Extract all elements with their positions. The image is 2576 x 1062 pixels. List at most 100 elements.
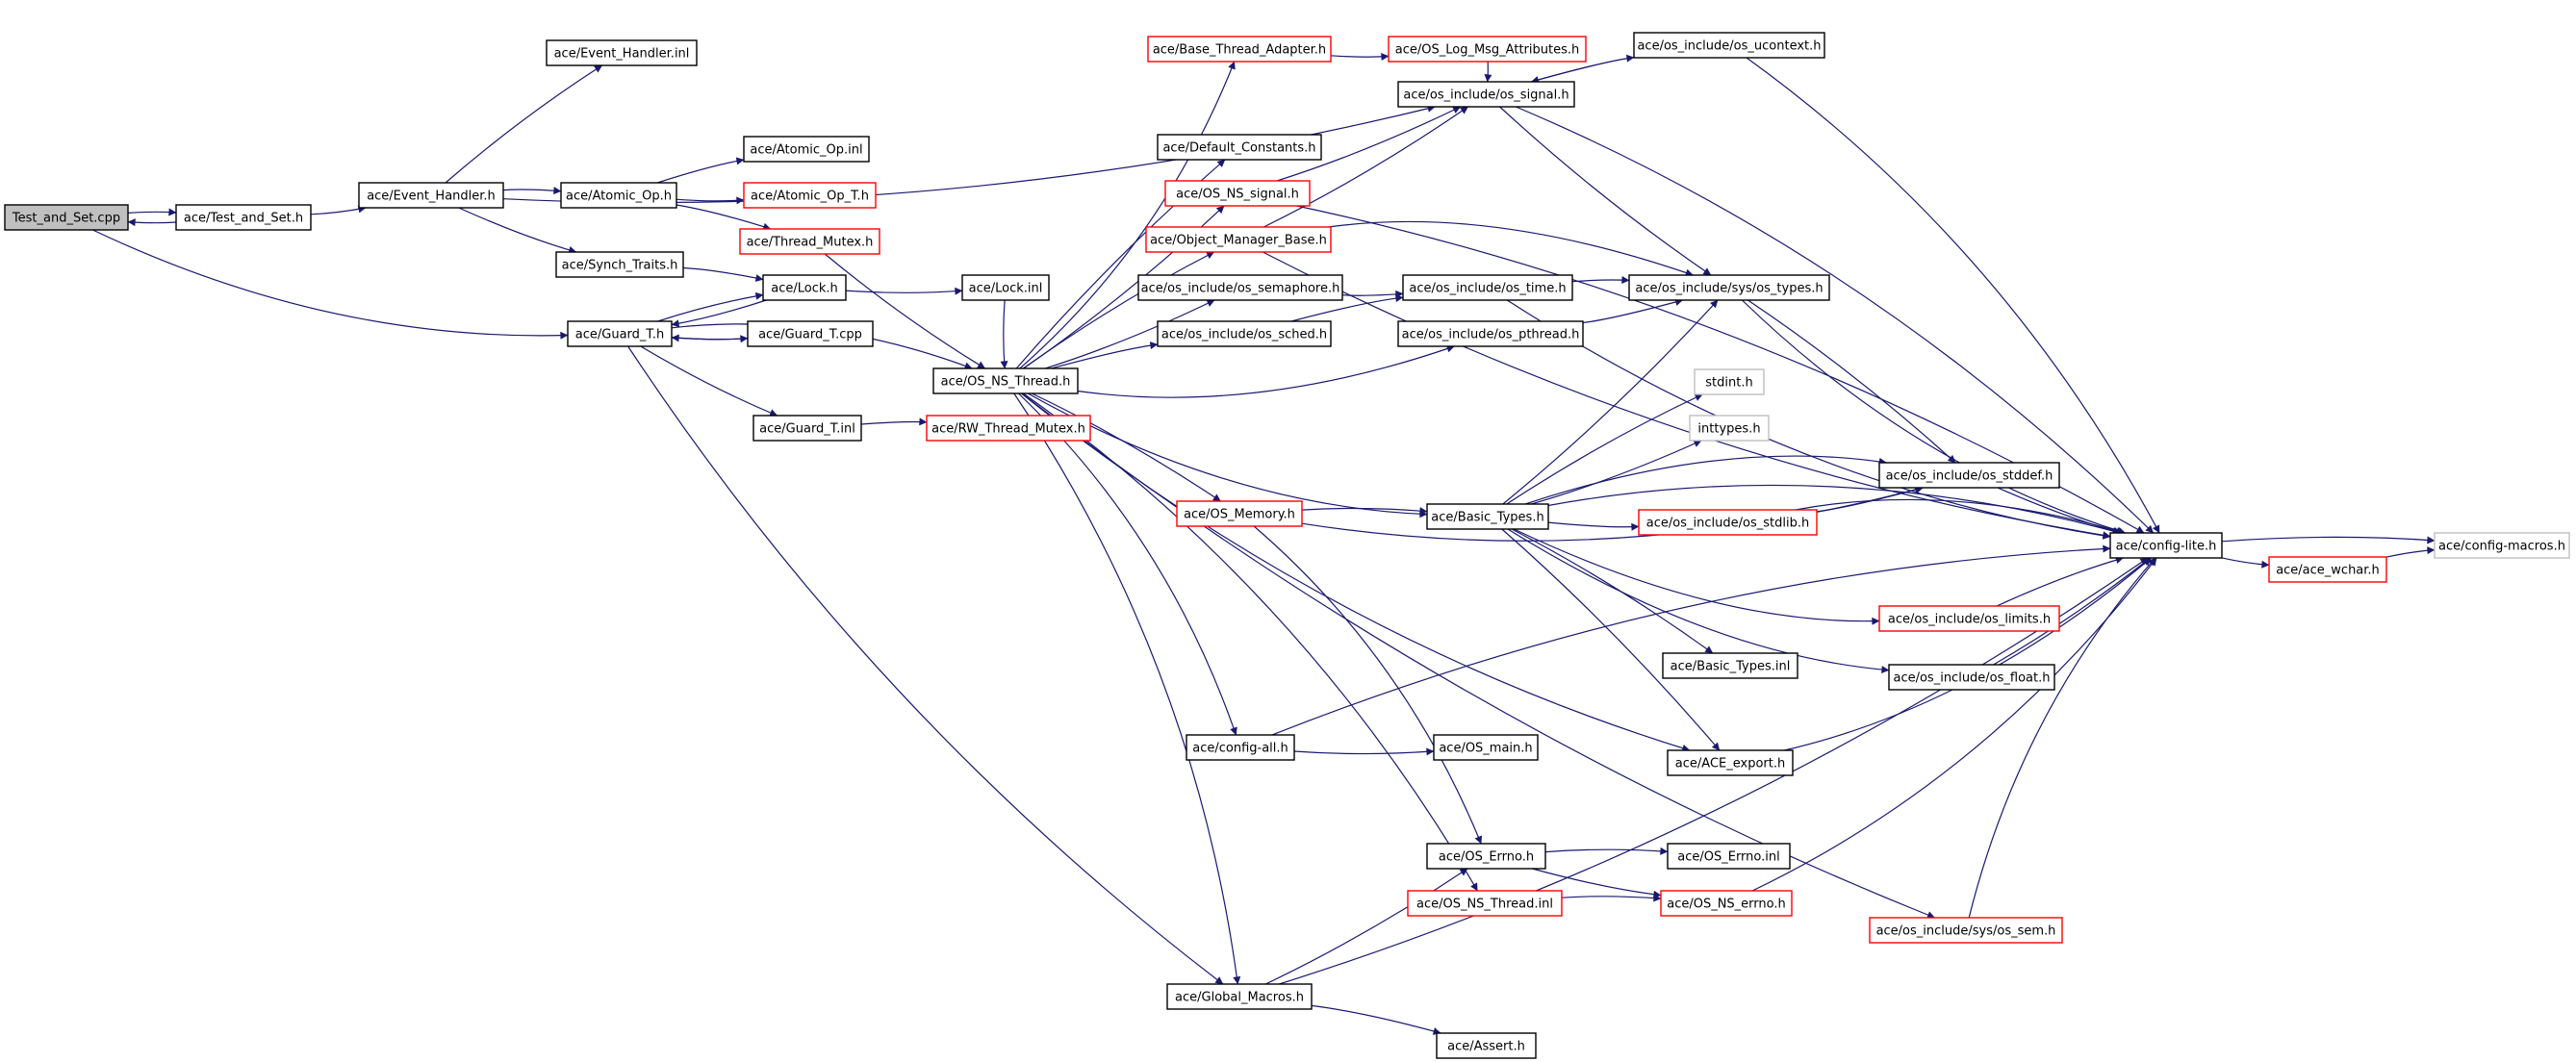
node-os-ns-signal-h[interactable]: ace/OS_NS_signal.h [1164,180,1311,207]
node-guard-t-cpp[interactable]: ace/Guard_T.cpp [747,320,874,347]
node-box[interactable] [4,204,129,231]
node-os-stddef-h[interactable]: ace/os_include/os_stddef.h [1878,462,2060,489]
node-os-ns-thread-h[interactable]: ace/OS_NS_Thread.h [932,367,1079,394]
node-box[interactable] [2434,532,2570,559]
node-basic-types-h[interactable]: ace/Basic_Types.h [1426,503,1549,530]
node-os-ucontext-h[interactable]: ace/os_include/os_ucontext.h [1633,32,1825,59]
node-os-ns-thread-inl[interactable]: ace/OS_NS_Thread.inl [1407,890,1563,917]
node-os-main-h[interactable]: ace/OS_main.h [1433,734,1539,761]
node-box[interactable] [1402,274,1573,301]
node-box[interactable] [1878,462,2060,489]
node-box[interactable] [1667,843,1791,870]
node-box[interactable] [1689,415,1770,442]
node-global-macros-h[interactable]: ace/Global_Macros.h [1166,983,1313,1010]
node-lock-inl[interactable]: ace/Lock.inl [961,274,1050,301]
node-guard-t-inl[interactable]: ace/Guard_T.inl [752,415,862,442]
node-box[interactable] [747,320,874,347]
node-lock-h[interactable]: ace/Lock.h [762,274,847,301]
node-box[interactable] [2109,532,2223,559]
node-guard-t-h[interactable]: ace/Guard_T.h [567,320,673,347]
node-atomic-op-h[interactable]: ace/Atomic_Op.h [560,182,677,209]
node-test-and-set-h[interactable]: ace/Test_and_Set.h [175,204,312,231]
node-box[interactable] [1869,917,2063,944]
node-inttypes-h[interactable]: inttypes.h [1689,415,1770,442]
node-os-float-h[interactable]: ace/os_include/os_float.h [1888,664,2055,691]
node-box[interactable] [567,320,673,347]
node-box[interactable] [555,251,684,278]
node-box[interactable] [1164,180,1311,207]
node-os-sched-h[interactable]: ace/os_include/os_sched.h [1157,320,1332,347]
node-box[interactable] [546,39,698,66]
node-box[interactable] [752,415,862,442]
node-box[interactable] [1157,320,1332,347]
node-box[interactable] [1628,274,1830,301]
node-box[interactable] [560,182,677,209]
node-box[interactable] [1878,605,2060,632]
node-box[interactable] [1694,368,1765,395]
node-os-sem-h[interactable]: ace/os_include/sys/os_sem.h [1869,917,2063,944]
node-object-manager-base-h[interactable]: ace/Object_Manager_Base.h [1145,226,1332,253]
node-rw-thread-mutex-h[interactable]: ace/RW_Thread_Mutex.h [926,415,1091,442]
node-box[interactable] [1660,890,1793,917]
node-box[interactable] [743,136,870,163]
node-basic-types-inl[interactable]: ace/Basic_Types.inl [1662,652,1798,679]
node-box[interactable] [1397,81,1575,108]
node-box[interactable] [1633,32,1825,59]
node-os-log-msg-attributes-h[interactable]: ace/OS_Log_Msg_Attributes.h [1388,36,1587,63]
node-box[interactable] [1176,500,1303,527]
node-os-errno-inl[interactable]: ace/OS_Errno.inl [1667,843,1791,870]
node-os-limits-h[interactable]: ace/os_include/os_limits.h [1878,605,2060,632]
node-os-pthread-h[interactable]: ace/os_include/os_pthread.h [1397,320,1584,347]
node-box[interactable] [1147,36,1332,63]
node-box[interactable] [932,367,1079,394]
node-box[interactable] [961,274,1050,301]
node-box[interactable] [1436,1032,1537,1059]
node-stdint-h[interactable]: stdint.h [1694,368,1765,395]
node-config-all-h[interactable]: ace/config-all.h [1186,734,1295,761]
node-synch-traits-h[interactable]: ace/Synch_Traits.h [555,251,684,278]
node-box[interactable] [1157,134,1322,161]
node-event-handler-inl[interactable]: ace/Event_Handler.inl [546,39,698,66]
node-atomic-op-inl[interactable]: ace/Atomic_Op.inl [743,136,870,163]
node-os-memory-h[interactable]: ace/OS_Memory.h [1176,500,1303,527]
node-config-lite-h[interactable]: ace/config-lite.h [2109,532,2223,559]
node-box[interactable] [1426,503,1549,530]
node-box[interactable] [739,228,880,255]
node-box[interactable] [1186,734,1295,761]
node-box[interactable] [926,415,1091,442]
node-base-thread-adapter-h[interactable]: ace/Base_Thread_Adapter.h [1147,36,1332,63]
node-ace-wchar-h[interactable]: ace/ace_wchar.h [2268,556,2387,583]
node-os-stdlib-h[interactable]: ace/os_include/os_stdlib.h [1638,509,1818,536]
node-os-errno-h[interactable]: ace/OS_Errno.h [1426,843,1546,870]
node-box[interactable] [1137,274,1343,301]
node-config-macros-h[interactable]: ace/config-macros.h [2434,532,2570,559]
node-box[interactable] [1662,652,1798,679]
node-box[interactable] [1426,843,1546,870]
node-box[interactable] [1397,320,1584,347]
node-atomic-op-t-h[interactable]: ace/Atomic_Op_T.h [743,182,877,209]
node-box[interactable] [1667,749,1794,776]
node-assert-h[interactable]: ace/Assert.h [1436,1032,1537,1059]
node-box[interactable] [1638,509,1818,536]
node-box[interactable] [1388,36,1587,63]
node-box[interactable] [743,182,877,209]
node-box[interactable] [762,274,847,301]
node-box[interactable] [1888,664,2055,691]
node-box[interactable] [1145,226,1332,253]
node-box[interactable] [1433,734,1539,761]
node-event-handler-h[interactable]: ace/Event_Handler.h [358,182,504,209]
node-os-ns-errno-h[interactable]: ace/OS_NS_errno.h [1660,890,1793,917]
node-os-types-h[interactable]: ace/os_include/sys/os_types.h [1628,274,1830,301]
node-box[interactable] [358,182,504,209]
node-box[interactable] [1407,890,1563,917]
node-os-signal-h[interactable]: ace/os_include/os_signal.h [1397,81,1575,108]
node-os-time-h[interactable]: ace/os_include/os_time.h [1402,274,1573,301]
node-root[interactable]: Test_and_Set.cpp [4,204,129,231]
node-box[interactable] [2268,556,2387,583]
node-os-semaphore-h[interactable]: ace/os_include/os_semaphore.h [1137,274,1343,301]
node-box[interactable] [175,204,312,231]
node-box[interactable] [1166,983,1313,1010]
node-thread-mutex-h[interactable]: ace/Thread_Mutex.h [739,228,880,255]
node-ace-export-h[interactable]: ace/ACE_export.h [1667,749,1794,776]
node-default-constants-h[interactable]: ace/Default_Constants.h [1157,134,1322,161]
